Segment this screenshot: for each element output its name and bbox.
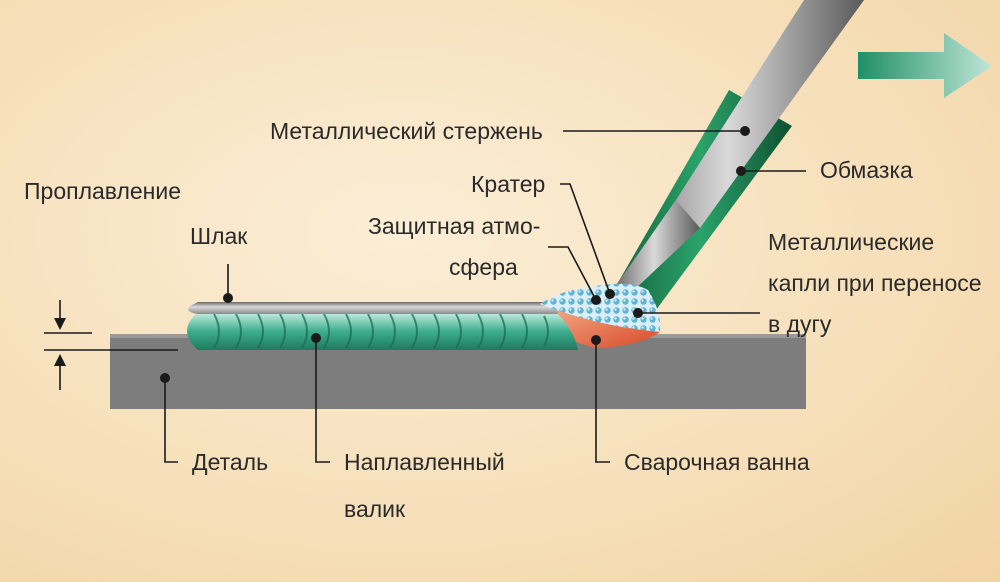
label-bead-2: валик [344,496,406,522]
label-penetration: Проплавление [24,178,181,204]
label-metal-drops-3: в дугу [768,311,832,337]
label-workpiece: Деталь [192,449,268,475]
leader-lines [44,130,806,463]
penetration-arrows [54,300,66,390]
label-slag: Шлак [190,223,248,249]
label-protective-atmosphere-2: сфера [449,254,518,280]
label-crater: Кратер [471,171,545,197]
label-metal-drops-1: Металлические [768,229,934,255]
label-metal-rod: Металлический стержень [270,118,543,144]
direction-arrow-icon [858,33,992,98]
label-protective-atmosphere-1: Защитная атмо- [368,213,540,239]
shielding-atmosphere [540,283,661,332]
slag-layer [188,302,558,314]
leader-dots [160,126,750,383]
label-metal-drops-2: капли при переносе [768,270,982,296]
deposited-bead [187,312,578,350]
label-bead-1: Наплавленный [344,449,505,475]
label-coating: Обмазка [820,157,913,183]
label-weld-pool: Сварочная ванна [624,449,810,475]
bead-ripples [213,313,549,349]
